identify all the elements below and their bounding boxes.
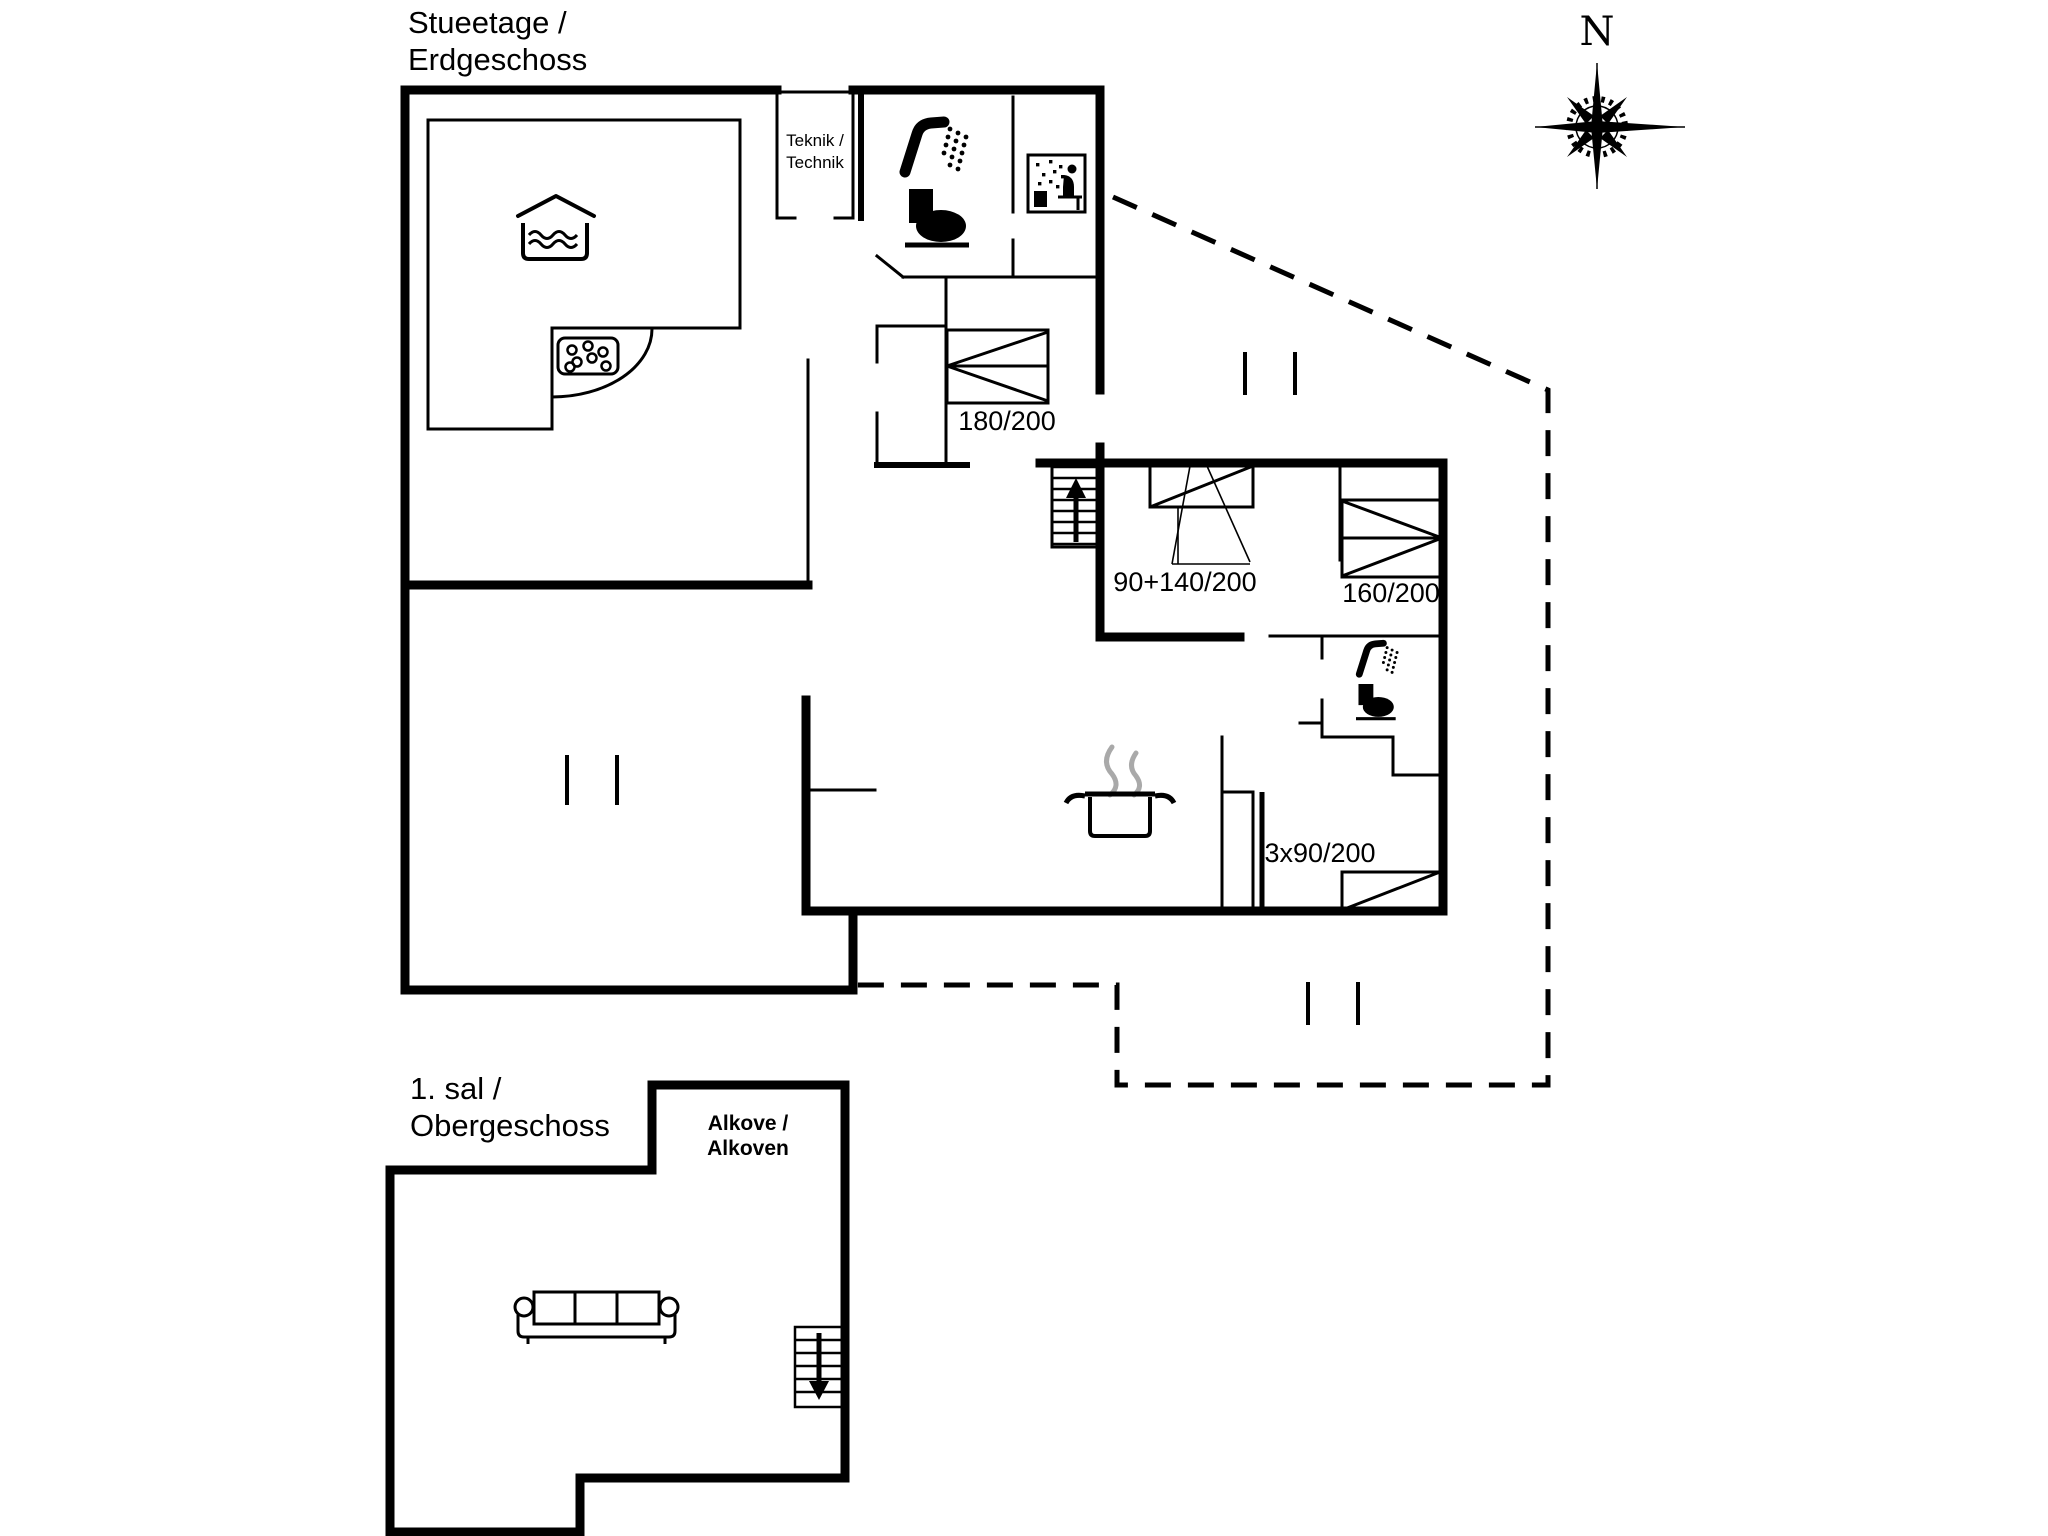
toilet-icon xyxy=(1354,682,1398,721)
bedroom-160: 160/200 xyxy=(1340,498,1444,608)
alcove-label-line1: Alkove / xyxy=(708,1112,789,1135)
ground-floor: Teknik / Technik xyxy=(400,5,1551,1088)
upper-floor-title-line2: Obergeschoss xyxy=(410,1108,610,1143)
technical-room-label-line1: Teknik / xyxy=(786,131,844,150)
compass: N xyxy=(1535,9,1685,189)
sauna-room xyxy=(1011,95,1087,279)
compass-north-label: N xyxy=(1580,9,1615,55)
triple-bed: 3x90/200 xyxy=(1264,838,1442,912)
hall-walls xyxy=(804,275,948,792)
stove-pot-icon xyxy=(1063,744,1177,838)
technical-room-label-line2: Technik xyxy=(786,153,844,172)
bunk-bed-room: 90+140/200 xyxy=(1113,461,1342,597)
ground-floor-title-line1: Stueetage / xyxy=(408,5,567,40)
arrow-up xyxy=(1066,478,1086,498)
terrace-dashed-outline xyxy=(853,194,1551,1088)
sauna-icon xyxy=(1026,153,1087,214)
kitchen xyxy=(1063,735,1265,913)
ground-floor-title-line2: Erdgeschoss xyxy=(408,42,587,77)
window-markers xyxy=(565,352,1360,1025)
bunk-bed-label: 90+140/200 xyxy=(1113,567,1256,597)
compass-rose-icon xyxy=(1535,63,1685,189)
bathroom-2 xyxy=(1268,634,1445,777)
triple-bed-label: 3x90/200 xyxy=(1264,838,1375,868)
door-swing xyxy=(874,253,906,280)
arrow-down xyxy=(809,1381,829,1400)
stairs-down-icon xyxy=(793,1325,845,1409)
shower-icon xyxy=(1359,643,1398,674)
indoor-pool-icon xyxy=(516,194,596,261)
toilet-icon xyxy=(905,189,969,245)
double-bed-label: 180/200 xyxy=(958,406,1056,436)
upper-floor-title-line1: 1. sal / xyxy=(410,1071,502,1106)
upper-floor-outer-walls xyxy=(385,1080,850,1536)
whirlpool-icon xyxy=(550,327,654,399)
upper-floor: Alkove / Alkoven 1. sal / Obergeschoss xyxy=(385,1071,850,1536)
technical-room: Teknik / Technik xyxy=(775,90,855,220)
bed-160-label: 160/200 xyxy=(1342,578,1440,608)
double-bed: 180/200 xyxy=(945,328,1056,436)
stairs-up-icon xyxy=(1050,463,1102,549)
sofa-icon xyxy=(513,1290,680,1344)
ground-floor-outer-walls xyxy=(400,85,1448,995)
pool-room xyxy=(426,118,742,431)
alcove-label-line2: Alkoven xyxy=(707,1137,789,1160)
shower-icon xyxy=(905,122,968,172)
bathroom-1 xyxy=(874,122,1102,280)
